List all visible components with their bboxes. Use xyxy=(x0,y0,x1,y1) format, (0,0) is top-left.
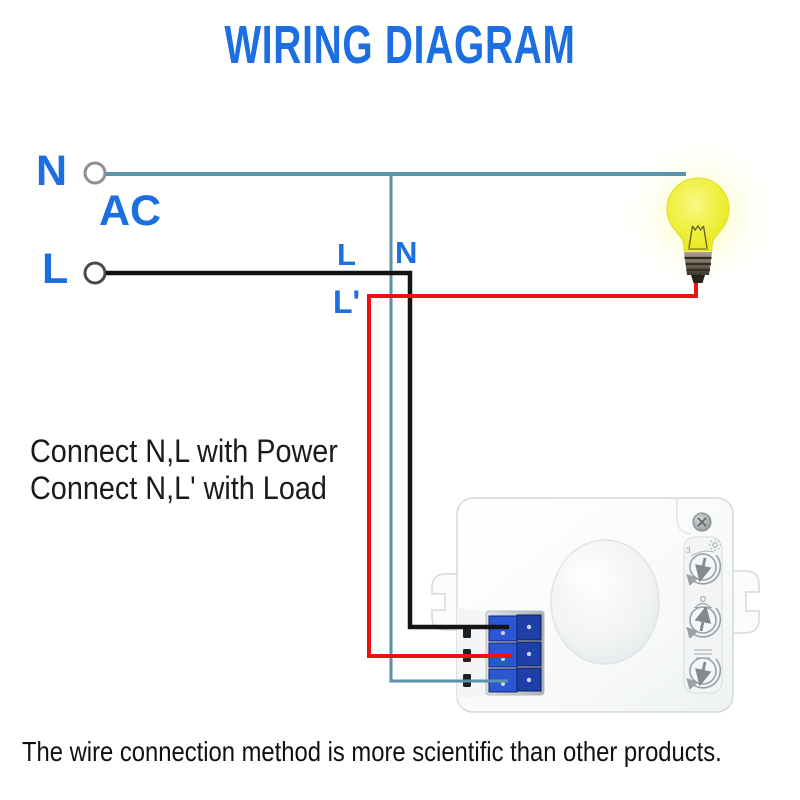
bulb-base-threads xyxy=(684,256,712,272)
neutral-terminal-label: N xyxy=(36,147,68,195)
light-bulb xyxy=(666,177,730,283)
live-terminal-circle xyxy=(83,261,107,285)
sensitivity-dial-pointer xyxy=(694,605,712,632)
instruction-line-2: Connect N,L' with Load xyxy=(30,470,327,506)
connection-instructions: Connect N,L with Power Connect N,L' with… xyxy=(30,433,338,507)
bulb-base-tip xyxy=(691,275,705,283)
sensitivity-dial-arc xyxy=(686,607,722,639)
neutral-wire-label: N xyxy=(395,235,418,270)
lux-scale-arc xyxy=(690,550,715,557)
sensitivity-dial[interactable] xyxy=(686,596,722,639)
neutral-branch-wire xyxy=(389,176,508,683)
terminal-blocks[interactable] xyxy=(488,614,542,693)
device-cover-seam xyxy=(676,499,692,535)
lux-dial-pointer xyxy=(695,557,712,583)
dome-highlight xyxy=(554,548,618,598)
bulb-glass xyxy=(666,177,730,252)
time-delay-dial-pointer xyxy=(695,661,712,687)
live-wire xyxy=(106,270,509,630)
ac-label: AC xyxy=(99,187,162,235)
load-wire xyxy=(367,280,698,658)
live-wire-label: L xyxy=(337,237,356,272)
time-delay-dial-arc xyxy=(686,658,722,690)
neutral-terminal-circle xyxy=(83,161,107,185)
footer-text: The wire connection method is more scien… xyxy=(22,736,722,767)
bulb-filament xyxy=(688,224,708,250)
lux-dial-arc xyxy=(686,554,722,586)
device-right-mounting-tab xyxy=(730,570,760,634)
lux-dial-min-mark: 3 xyxy=(686,546,691,555)
terminal-recess-slope xyxy=(457,608,486,699)
page-title: WIRING DIAGRAM xyxy=(224,15,576,75)
lux-dial[interactable]: 3 xyxy=(686,539,722,586)
time-delay-dial[interactable] xyxy=(686,649,722,690)
screw-icon xyxy=(692,512,712,532)
instruction-line-1: Connect N,L with Power xyxy=(30,433,338,469)
live-terminal-label: L xyxy=(42,245,69,293)
load-wire-label: L' xyxy=(333,284,361,320)
sun-icon xyxy=(709,539,721,551)
motion-sensor-device: 3 xyxy=(431,497,760,713)
device-left-mounting-tab xyxy=(431,573,460,631)
